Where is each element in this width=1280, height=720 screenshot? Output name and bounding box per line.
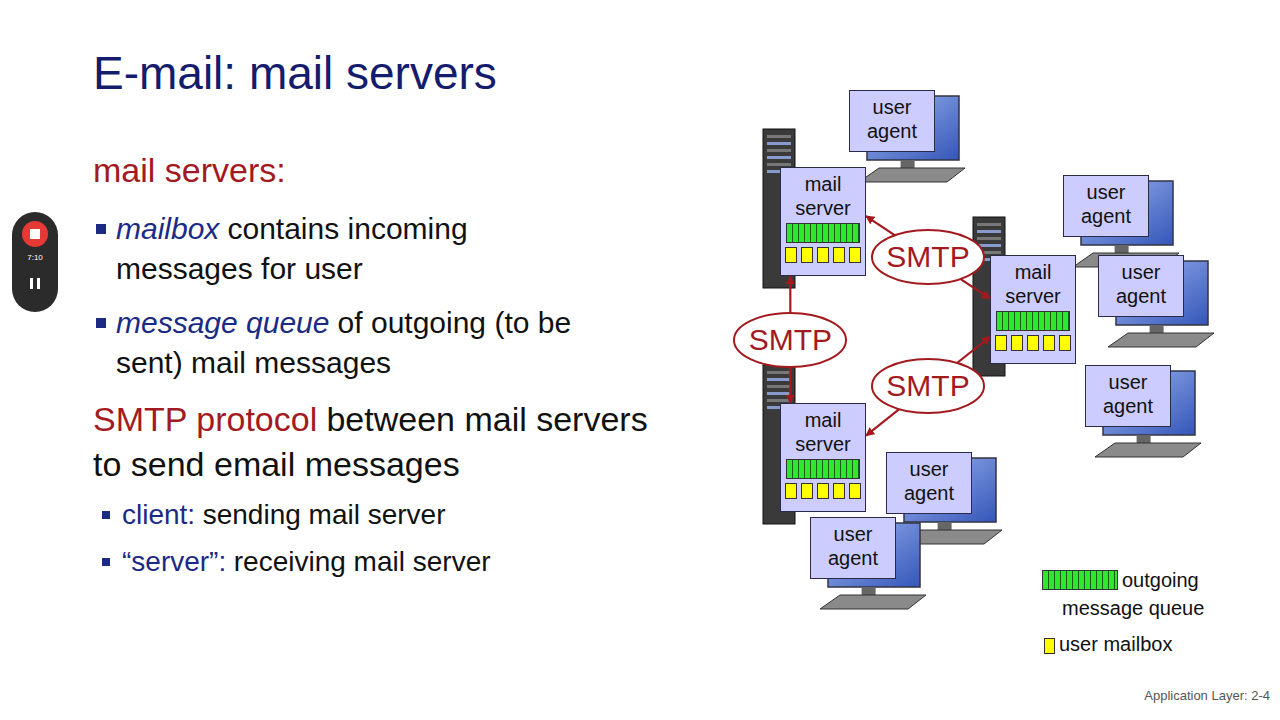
legend-row: user mailbox [1044, 630, 1264, 658]
legend-row: outgoing message queue [1042, 566, 1262, 622]
text-block: mail servers: [93, 150, 513, 191]
user-mailbox [1011, 335, 1023, 351]
message-queue [786, 459, 860, 479]
user-agent-box: user agent [1098, 255, 1184, 317]
timer-text: 7:10 [27, 253, 43, 262]
smtp-connector [866, 216, 990, 299]
text-block: SMTP protocolbetween mail servers to sen… [93, 397, 668, 487]
bullet-square [102, 558, 110, 566]
node-label: user agent [817, 518, 889, 570]
sub-bullet-text: sending mail server [203, 499, 446, 530]
bullet-square [96, 224, 106, 234]
edge-label: SMTP [870, 242, 986, 272]
mailbox-row [785, 483, 861, 501]
user-agent-box: user agent [849, 90, 935, 152]
node-label: user agent [1070, 176, 1142, 228]
mailbox-row [995, 335, 1071, 353]
edge-label: SMTP [732, 325, 848, 355]
legend-swatch [1044, 638, 1055, 654]
user-mailbox [995, 335, 1007, 351]
user-mailbox [817, 483, 829, 499]
legend-text: user mailbox [1059, 633, 1172, 655]
node-label: user agent [1105, 256, 1177, 308]
user-agent-box: user agent [810, 517, 896, 579]
bullet-square [96, 318, 106, 328]
protocol-text: SMTP protocol [93, 400, 317, 438]
user-mailbox [817, 247, 829, 263]
slide-title: E-mail: mail servers [93, 46, 497, 100]
text-block: message queueof outgoing (to be sent) ma… [116, 303, 636, 383]
sub-bullet-text: “server”: [122, 546, 226, 577]
protocol-ellipse: SMTP [870, 228, 986, 286]
user-mailbox [801, 483, 813, 499]
user-mailbox [785, 247, 797, 263]
node-label: mail server [997, 256, 1069, 308]
node-label: mail server [787, 168, 859, 220]
edge-label: SMTP [870, 371, 986, 401]
user-mailbox [849, 483, 861, 499]
message-queue [996, 311, 1070, 331]
text-block: 7:10 [13, 253, 57, 263]
bullet-square [102, 511, 110, 519]
page-footer: Application Layer: 2-4 [1144, 688, 1270, 703]
mail-server-box: mail server [990, 255, 1076, 364]
user-mailbox [801, 247, 813, 263]
user-agent-box: user agent [1063, 175, 1149, 237]
text-block: mailboxcontains incoming messages for us… [116, 209, 546, 289]
sub-bullet-text: client: [122, 499, 195, 530]
user-mailbox [833, 247, 845, 263]
mailbox-row [785, 247, 861, 265]
section-heading: mail servers: [93, 151, 286, 189]
node-label: user agent [856, 91, 928, 143]
mail-server-box: mail server [780, 403, 866, 512]
node-label: user agent [1092, 366, 1164, 418]
user-mailbox [833, 483, 845, 499]
user-mailbox [1043, 335, 1055, 351]
bullet-text: message queue [116, 306, 330, 339]
user-agent-box: user agent [886, 452, 972, 514]
text-block: client: sending mail server [122, 497, 662, 533]
smtp-connector [866, 337, 990, 436]
text-block: Application Layer: 2-4 [1090, 688, 1270, 704]
message-queue [786, 223, 860, 243]
node-label: mail server [787, 404, 859, 456]
sub-bullet-text: receiving mail server [234, 546, 491, 577]
user-mailbox [849, 247, 861, 263]
protocol-ellipse: SMTP [870, 357, 986, 415]
user-mailbox [1027, 335, 1039, 351]
user-mailbox [785, 483, 797, 499]
text-block: “server”: receiving mail server [122, 544, 662, 580]
user-mailbox [1059, 335, 1071, 351]
recording-widget [12, 212, 58, 312]
node-label: user agent [893, 453, 965, 505]
mail-server-box: mail server [780, 167, 866, 276]
bullet-text: mailbox [116, 212, 219, 245]
legend-swatch [1042, 570, 1118, 590]
protocol-ellipse: SMTP [732, 311, 848, 369]
user-agent-box: user agent [1085, 365, 1171, 427]
